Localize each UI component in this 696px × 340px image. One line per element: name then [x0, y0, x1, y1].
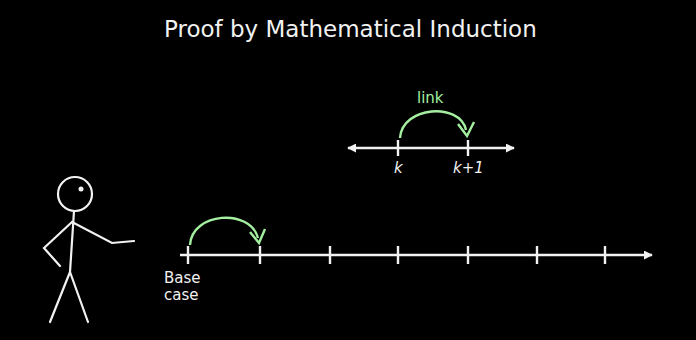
base-case-label: Base case	[164, 270, 212, 305]
main-number-line	[180, 246, 652, 264]
step-arc	[190, 218, 258, 245]
variable-label: k+1	[453, 160, 484, 177]
stick-figure	[44, 177, 134, 322]
arc-head	[250, 229, 265, 243]
variable-label: k	[394, 160, 403, 177]
arc-head	[458, 122, 474, 136]
link-label: link	[417, 90, 444, 107]
link-arc	[400, 111, 466, 138]
title: Proof by Mathematical Induction	[164, 16, 537, 42]
link-number-line	[348, 140, 514, 156]
eye-dot	[79, 187, 84, 192]
